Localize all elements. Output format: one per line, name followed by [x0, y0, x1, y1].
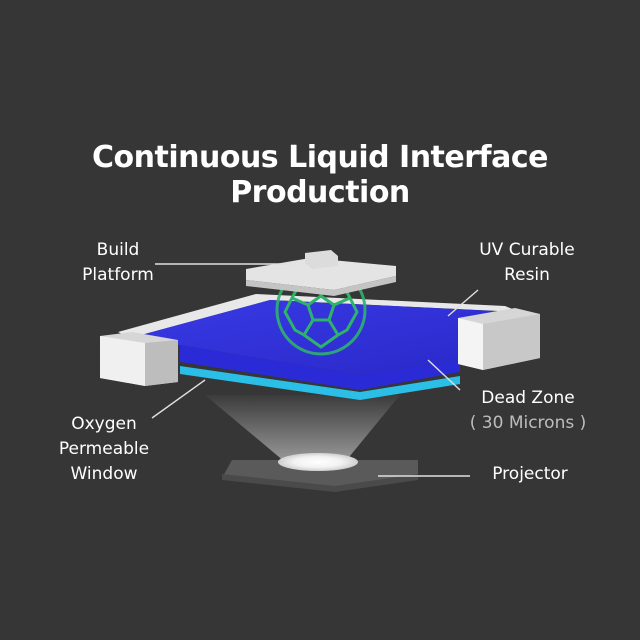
- label-dead-zone: Dead Zone ( 30 Microns ): [469, 388, 587, 433]
- leader-dead-zone: [427, 359, 461, 391]
- vat-rim: [118, 294, 520, 338]
- label-build-platform: Build Platform: [82, 240, 154, 285]
- vat-frame-left: [100, 332, 178, 386]
- leader-oxygen-window: [151, 379, 206, 419]
- uv-resin: [130, 300, 515, 375]
- page-title: Continuous Liquid Interface Production: [92, 140, 548, 210]
- build-platform: [246, 250, 396, 296]
- label-oxygen-window: Oxygen Permeable Window: [58, 414, 150, 484]
- projector-lamp: [278, 453, 358, 471]
- leader-uv-resin: [447, 289, 479, 317]
- label-uv-resin: UV Curable Resin: [479, 240, 575, 285]
- light-beam: [205, 395, 400, 462]
- dead-zone: [180, 366, 460, 400]
- vat-frame-right: [458, 308, 540, 370]
- label-projector: Projector: [492, 464, 568, 484]
- projector: [222, 453, 418, 492]
